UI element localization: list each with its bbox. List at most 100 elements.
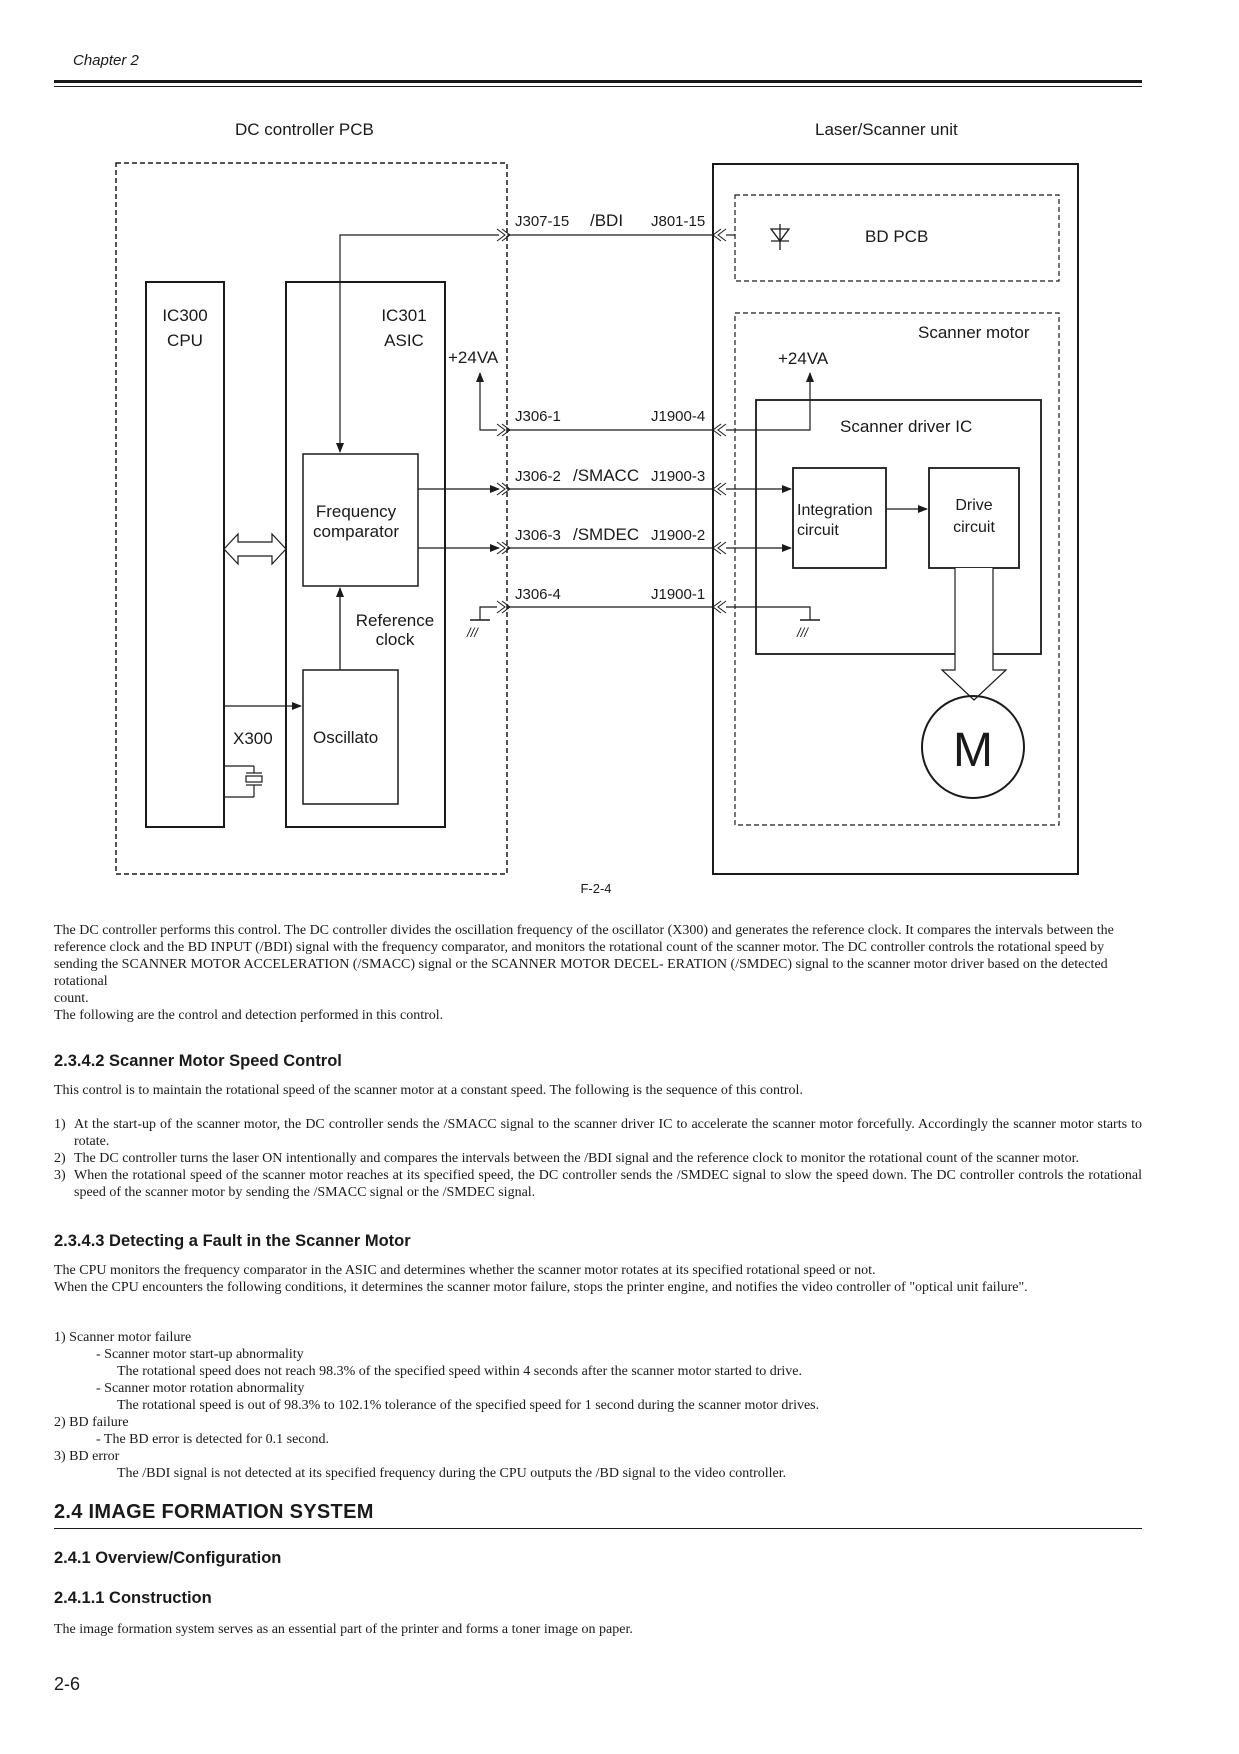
section-2411-text: The image formation system serves as an …: [54, 1622, 633, 1637]
motor-symbol: M: [953, 724, 993, 777]
crystal-icon: [224, 765, 263, 798]
j306-3-connector: [496, 541, 511, 555]
section-2342-text: This control is to maintain the rotation…: [54, 1083, 803, 1098]
scanner-motor-control-diagram: DC controller PCB Laser/Scanner unit BD …: [115, 120, 1079, 896]
frequency-label: Frequency: [316, 502, 397, 521]
integration-circuit-box: [792, 467, 887, 569]
fault-item-3-desc: The /BDI signal is not detected at its s…: [117, 1466, 787, 1481]
j1900-1-connector: [712, 600, 727, 614]
fault-item-1b: - Scanner motor rotation abnormality: [96, 1381, 305, 1396]
chapter-header: Chapter 2: [73, 52, 139, 69]
j1900-3-connector: [712, 482, 727, 496]
j1900-4-label: J1900-4: [651, 408, 705, 425]
list-item: 1) At the start-up of the scanner motor,…: [54, 1116, 1142, 1150]
fault-item-1a-desc: The rotational speed does not reach 98.3…: [117, 1364, 802, 1379]
fault-item-1: 1) Scanner motor failure: [54, 1330, 192, 1345]
j1900-3-label: J1900-3: [651, 468, 705, 485]
list-text: At the start-up of the scanner motor, th…: [74, 1117, 1142, 1149]
section-2343-paragraph-2: When the CPU encounters the following co…: [54, 1280, 1028, 1295]
section-2343-paragraph-1: The CPU monitors the frequency comparato…: [54, 1263, 876, 1278]
drive-to-motor-arrow: [940, 568, 1008, 701]
fault-item-1a: - Scanner motor start-up abnormality: [96, 1347, 304, 1362]
header-rule: [54, 80, 1142, 83]
heading-2343: 2.3.4.3 Detecting a Fault in the Scanner…: [54, 1232, 411, 1250]
intro-paragraph-2: The following are the control and detect…: [54, 1008, 444, 1023]
comparator-label: comparator: [313, 522, 399, 541]
v24-left-label: +24VA: [448, 348, 499, 367]
j306-2-label: J306-2: [515, 468, 561, 485]
header-rule-thin: [54, 86, 1142, 87]
v24-right-line: [726, 372, 814, 431]
bdi-connector-dc: [496, 228, 511, 242]
ic301-label: IC301: [381, 306, 426, 325]
integration-label-1: Integration: [797, 502, 873, 519]
scanner-motor-box: [734, 312, 1060, 826]
ground-right-line: [726, 606, 811, 620]
dc-controller-title: DC controller PCB: [235, 120, 374, 139]
fault-item-2: 2) BD failure: [54, 1415, 129, 1430]
heading-2342: 2.3.4.2 Scanner Motor Speed Control: [54, 1052, 342, 1070]
drive-circuit-box: [928, 467, 1020, 569]
bdi-signal-label: /BDI: [590, 211, 623, 230]
j306-4-connector: [496, 600, 511, 614]
motor-circle: [921, 695, 1025, 799]
ground-right-hatch: ///: [796, 625, 809, 640]
smdec-signal-label: /SMDEC: [573, 525, 639, 544]
j306-1-connector: [496, 423, 511, 437]
fault-conditions-list: 1) Scanner motor failure - Scanner motor…: [54, 1329, 1142, 1482]
reference-label: Reference: [356, 611, 434, 630]
section-rule: [54, 1528, 1142, 1529]
j1900-4-connector: [712, 423, 727, 437]
ic300-cpu-box: [145, 281, 225, 828]
fault-item-3: 3) BD error: [54, 1449, 120, 1464]
x300-label: X300: [233, 729, 273, 748]
list-text: When the rotational speed of the scanner…: [74, 1168, 1142, 1200]
clock-label: clock: [376, 630, 415, 649]
fault-item-2a: - The BD error is detected for 0.1 secon…: [96, 1432, 329, 1447]
oscillator-box: [302, 669, 399, 805]
scanner-driver-ic-box: [755, 399, 1042, 655]
intro-paragraph-1: The DC controller performs this control.…: [54, 923, 1114, 989]
ic300-label: IC300: [162, 306, 207, 325]
frequency-comparator-box: [302, 453, 419, 587]
j307-15-label: J307-15: [515, 213, 569, 230]
photodiode-icon: [769, 224, 791, 250]
scanner-driver-ic-label: Scanner driver IC: [840, 417, 972, 436]
page-number: 2-6: [54, 1674, 81, 1694]
j306-1-label: J306-1: [515, 408, 561, 425]
laser-scanner-title: Laser/Scanner unit: [815, 120, 958, 139]
bdi-signal-line: [336, 234, 499, 453]
dc-controller-pcb-boundary: [115, 162, 508, 875]
list-item: 3) When the rotational speed of the scan…: [54, 1167, 1142, 1201]
j306-2-connector: [496, 482, 511, 496]
oscillator-label: Oscillato: [313, 728, 378, 747]
heading-2411: 2.4.1.1 Construction: [54, 1589, 212, 1607]
j306-4-label: J306-4: [515, 586, 561, 603]
j1900-2-connector: [712, 541, 727, 555]
section-2343-text: The CPU monitors the frequency comparato…: [54, 1262, 1142, 1296]
laser-scanner-unit-boundary: [712, 163, 1079, 875]
drive-label-1: Drive: [955, 497, 992, 514]
heading-241: 2.4.1 Overview/Configuration: [54, 1549, 282, 1567]
figure-label: F-2-4: [580, 881, 611, 896]
list-number: 3): [54, 1168, 66, 1183]
v24-right-label: +24VA: [778, 349, 829, 368]
list-text: The DC controller turns the laser ON int…: [74, 1151, 1079, 1166]
ground-left-hatch: ///: [466, 625, 479, 640]
j306-3-label: J306-3: [515, 527, 561, 544]
list-number: 1): [54, 1117, 66, 1132]
heading-24: 2.4 IMAGE FORMATION SYSTEM: [54, 1501, 374, 1523]
v24-left-line: [476, 372, 497, 431]
smacc-signal-label: /SMACC: [573, 466, 639, 485]
asic-label: ASIC: [384, 331, 424, 350]
intro-text: The DC controller performs this control.…: [54, 922, 1142, 1024]
list-item: 2) The DC controller turns the laser ON …: [54, 1150, 1142, 1167]
drive-label-2: circuit: [953, 519, 995, 536]
ic301-asic-box: [285, 281, 446, 828]
fault-item-1b-desc: The rotational speed is out of 98.3% to …: [117, 1398, 820, 1413]
bd-pcb-box: [734, 194, 1060, 282]
integration-label-2: circuit: [797, 522, 839, 539]
list-number: 2): [54, 1151, 66, 1166]
bdi-connector-scanner: [712, 228, 727, 242]
j801-15-label: J801-15: [651, 213, 705, 230]
